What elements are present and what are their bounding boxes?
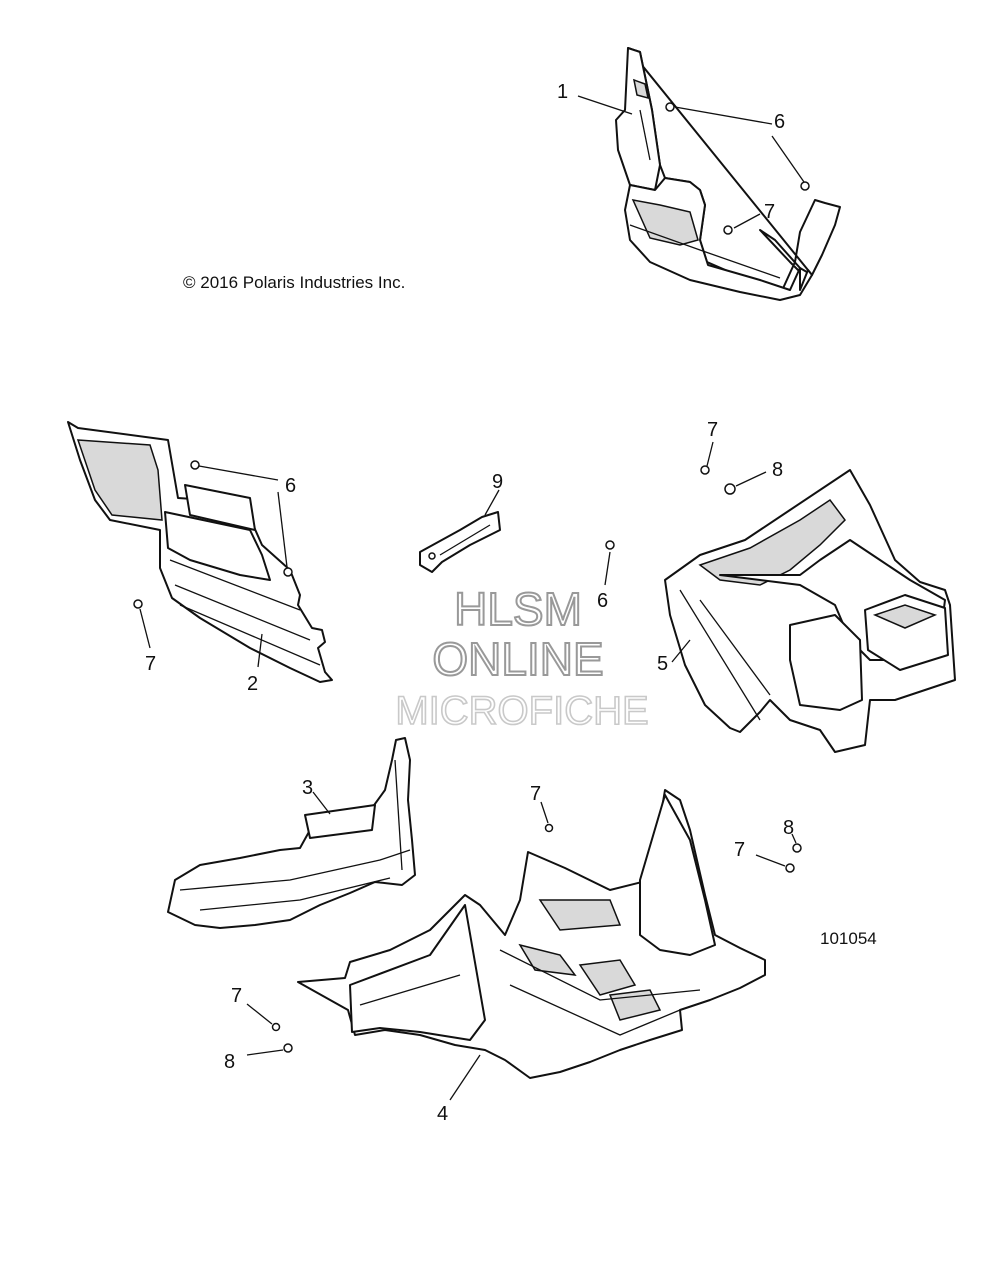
callout-2: 2 [247,673,258,695]
watermark-line3: MICROFICHE [395,689,648,733]
callout-4: 4 [437,1103,448,1125]
callout-1: 1 [557,81,568,103]
part-3-cover [167,737,416,929]
callout-7-mid: 7 [530,783,541,805]
watermark-line2: ONLINE [432,633,603,685]
watermark-line1: HLSM [454,583,582,635]
copyright-text: © 2016 Polaris Industries Inc. [183,273,405,292]
callout-7-lower-right: 7 [734,839,745,861]
callout-8-right: 8 [772,459,783,481]
part-5-floor [664,465,956,753]
fastener [605,540,615,550]
figure-number: 101054 [820,929,877,948]
callout-5: 5 [657,653,668,675]
part-4-floor [271,789,802,1079]
callout-7-bottom: 7 [231,985,242,1007]
part-9-bracket [419,511,501,573]
callout-7-right: 7 [707,419,718,441]
part-1-panel [615,47,841,301]
callout-9: 9 [492,471,503,493]
callout-3: 3 [302,777,313,799]
callout-7-left: 7 [145,653,156,675]
callout-7-top: 7 [764,201,775,223]
callout-8-bottom: 8 [224,1051,235,1073]
callout-8-mid: 8 [783,817,794,839]
part-2-panel [67,421,333,683]
watermark: HLSM ONLINE MICROFICHE [395,582,650,734]
callout-6-center: 6 [597,590,608,612]
callout-6-top: 6 [774,111,785,133]
callout-6-left: 6 [285,475,296,497]
